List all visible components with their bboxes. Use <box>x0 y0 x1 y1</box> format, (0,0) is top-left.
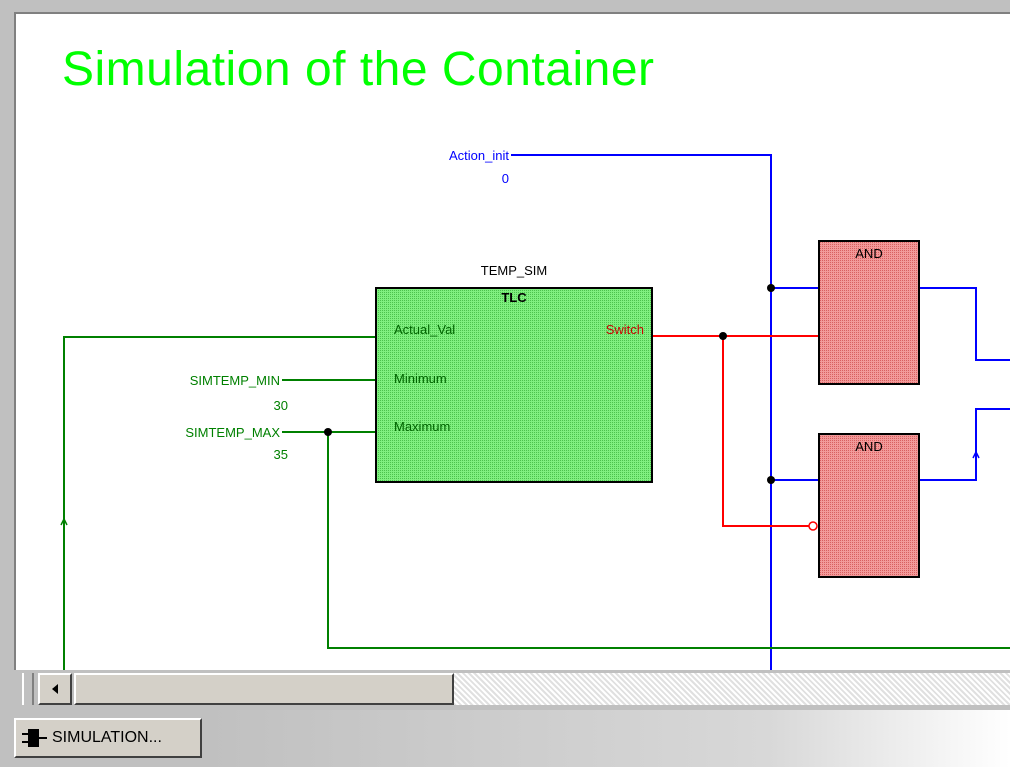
tlc-input-actual: Actual_Val <box>394 322 455 337</box>
junction-dot <box>767 476 775 484</box>
tlc-block[interactable]: TEMP_SIM TLC Actual_Val Minimum Maximum … <box>375 263 653 483</box>
and-block-2[interactable]: AND <box>818 433 920 578</box>
tlc-output-switch: Switch <box>606 322 644 337</box>
and-block-2-label: AND <box>855 439 882 454</box>
scroll-split-handle[interactable] <box>22 673 34 705</box>
junction-dot <box>767 284 775 292</box>
simtemp-min-value: 30 <box>274 398 288 413</box>
flow-arrow-icon <box>972 451 980 459</box>
function-block-icon <box>22 727 48 749</box>
page-title: Simulation of the Container <box>62 43 655 96</box>
scroll-track[interactable] <box>454 673 1010 705</box>
tlc-instance-name: TEMP_SIM <box>481 263 547 278</box>
red-wires <box>652 335 819 527</box>
and-block-1-label: AND <box>855 246 882 261</box>
tab-area-background <box>205 710 1010 767</box>
simtemp-max-value: 35 <box>274 447 288 462</box>
blue-wires <box>511 154 1010 672</box>
scroll-left-button[interactable] <box>38 673 72 705</box>
flow-arrow-icon <box>60 518 68 526</box>
junction-dot <box>719 332 727 340</box>
negation-circle <box>808 521 818 531</box>
function-block-diagram: TEMP_SIM TLC Actual_Val Minimum Maximum … <box>60 148 1010 672</box>
tlc-type-label: TLC <box>501 290 527 305</box>
horizontal-scrollbar[interactable] <box>14 670 1010 710</box>
and-block-1[interactable]: AND <box>818 240 920 385</box>
action-init-value: 0 <box>502 171 509 186</box>
tlc-input-minimum: Minimum <box>394 371 447 386</box>
tlc-input-maximum: Maximum <box>394 419 450 434</box>
tab-simulation[interactable]: SIMULATION... <box>14 718 202 758</box>
simtemp-min-label[interactable]: SIMTEMP_MIN <box>190 373 280 388</box>
action-init-label[interactable]: Action_init <box>449 148 509 163</box>
scroll-thumb[interactable] <box>74 673 454 705</box>
diagram-canvas[interactable]: Simulation of the Container <box>14 12 1010 672</box>
junction-dot <box>324 428 332 436</box>
simtemp-max-label[interactable]: SIMTEMP_MAX <box>185 425 280 440</box>
tab-label: SIMULATION... <box>52 729 162 746</box>
